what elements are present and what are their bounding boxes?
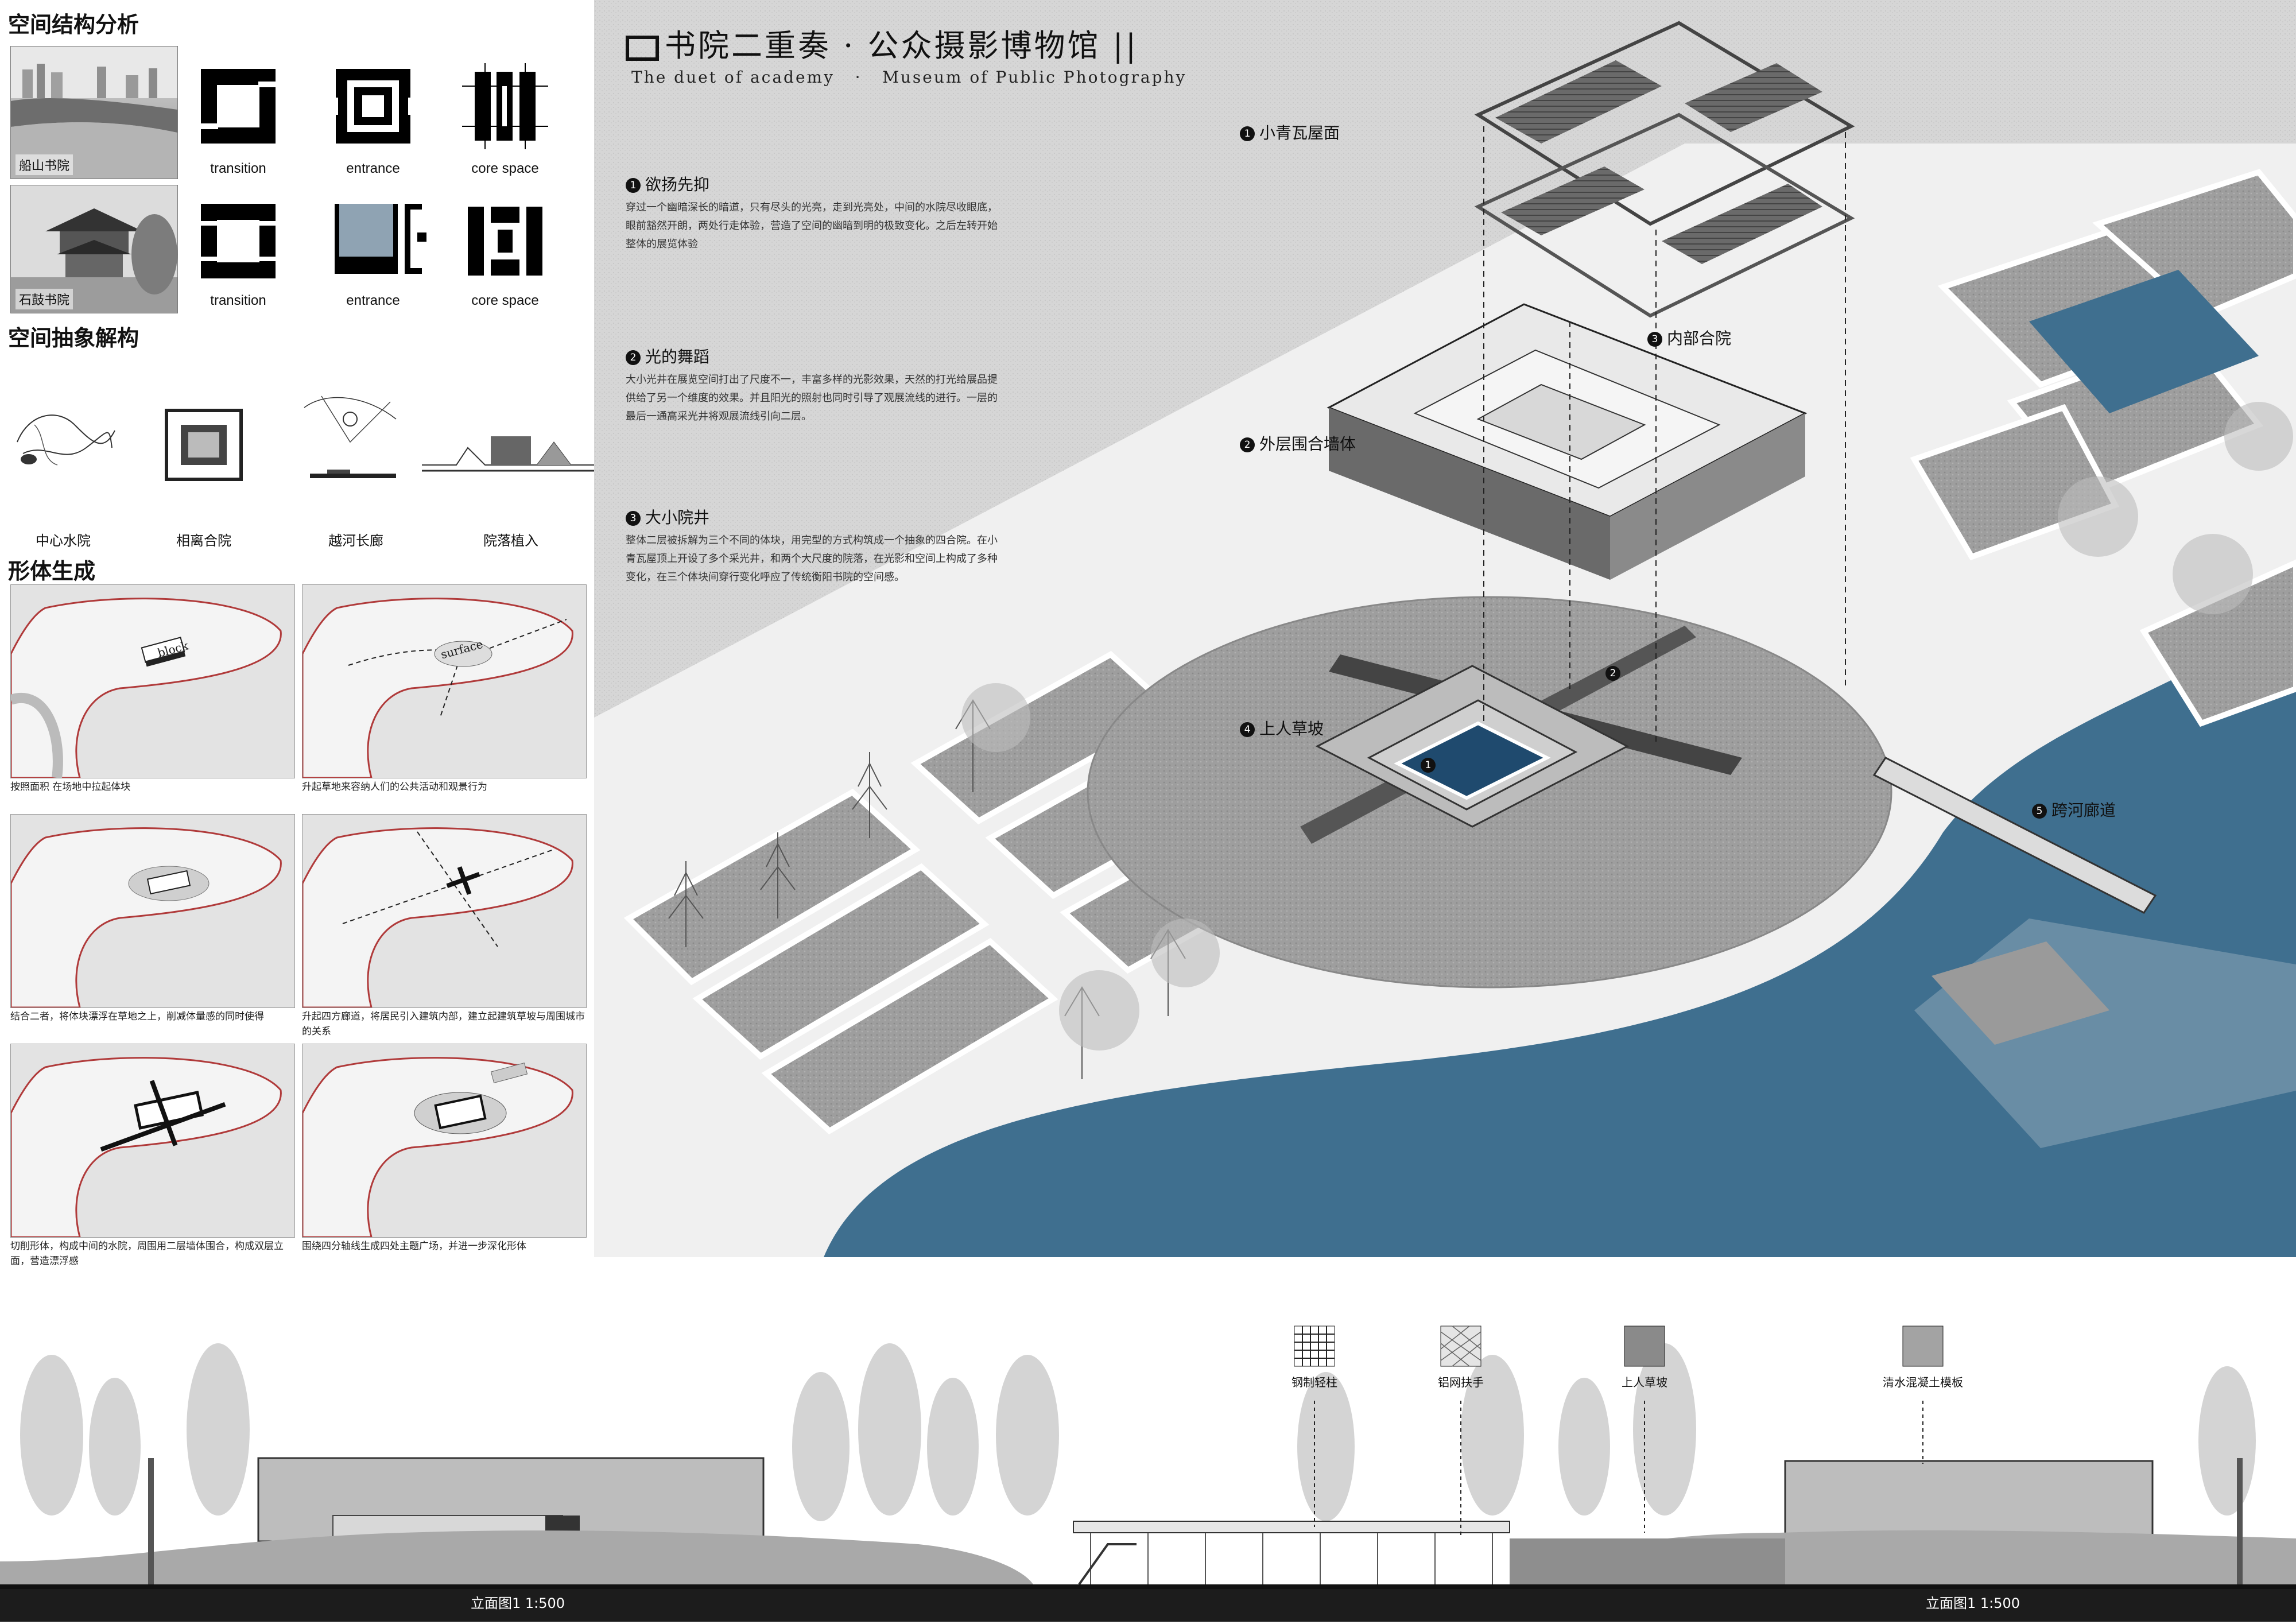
diagram-entrance-2 — [330, 198, 430, 284]
entrance-fill — [339, 204, 393, 257]
diagram-transition-2 — [195, 198, 281, 284]
axonometric-drawing — [594, 0, 2296, 1257]
form-caption-1: 按照面积 在场地中拉起体块 — [10, 781, 131, 793]
title-logo-icon — [626, 36, 659, 61]
sketch-drawing — [165, 409, 243, 481]
elevation-caption-right: 立面图1 1:500 — [1926, 1595, 2020, 1611]
sketch-bridge — [298, 385, 408, 488]
entrance-icon — [335, 204, 426, 274]
material-aluminum-railing: 铝网扶手 — [1438, 1375, 1484, 1389]
photo-chuanshan-drawing — [11, 46, 177, 179]
form-panel-1: block — [10, 584, 295, 778]
elevation-svg — [0, 1325, 2296, 1622]
site-diagram — [11, 1044, 294, 1237]
core-space-icon — [468, 207, 542, 276]
label-entrance-2: entrance — [346, 293, 400, 308]
form-panel-3 — [10, 814, 295, 1008]
form-panel-2: surface — [302, 584, 587, 778]
diagram-entrance-1 — [330, 63, 416, 149]
label-transition-2: transition — [210, 293, 266, 308]
photo-caption: 船山书院 — [15, 154, 73, 175]
sketch-drawing — [17, 414, 115, 466]
label-entrance-1: entrance — [346, 161, 400, 176]
label-core-2: core space — [471, 293, 539, 308]
sketch-insertion — [422, 425, 594, 488]
label-sketch-4: 院落植入 — [483, 533, 538, 549]
form-caption-2: 升起草地来容纳人们的公共活动和观景行为 — [302, 781, 487, 793]
axonometric-panel: 书院二重奏 · 公众摄影博物馆 || The duet of academy ·… — [594, 0, 2296, 1257]
number-badge: 2 — [1240, 437, 1255, 452]
form-panel-6 — [302, 1044, 587, 1238]
explanation-text: 穿过一个幽暗深长的暗道，只有尽头的光亮，走到光亮处，中间的水院尽收眼底，眼前豁然… — [626, 201, 998, 250]
form-panel-5 — [10, 1044, 295, 1238]
elevation-drawing: 钢制轻柱 铝网扶手 上人草坡 清水混凝土模板 立面图1 1:500 立面图1 1… — [0, 1263, 2296, 1622]
sketch-courtyard — [155, 405, 253, 485]
number-badge: 1 — [626, 178, 641, 193]
explanation-text: 大小光井在展览空间打出了尺度不一，丰富多样的光影效果，天然的打光给展品提供给了另… — [626, 374, 998, 423]
sketch-drawing — [422, 436, 594, 472]
diagram-core-2 — [462, 198, 548, 284]
poster-subtitle: The duet of academy · Museum of Public P… — [631, 68, 1187, 87]
section-title-abstract: 空间抽象解构 — [8, 325, 139, 351]
core-space-icon — [462, 63, 548, 149]
poster-title: 书院二重奏 · 公众摄影博物馆 || — [626, 20, 1138, 65]
photo-shigu: 石鼓书院 — [10, 185, 178, 313]
number-badge: 1 — [1240, 126, 1255, 141]
transition-icon — [195, 204, 281, 278]
section-title-structure: 空间结构分析 — [8, 12, 139, 37]
form-caption-6: 围绕四分轴线生成四处主题广场，并进一步深化形体 — [302, 1241, 526, 1252]
number-badge: 4 — [1240, 722, 1255, 737]
photo-chuanshan: 船山书院 — [10, 46, 178, 179]
photo-caption: 石鼓书院 — [15, 289, 73, 309]
label-sketch-2: 相离合院 — [176, 533, 231, 549]
elevation-caption-left: 立面图1 1:500 — [471, 1595, 565, 1611]
diagram-transition-1 — [195, 63, 281, 149]
site-diagram — [302, 815, 586, 1007]
entrance-icon — [330, 69, 416, 144]
marker-1: 1 — [1421, 758, 1436, 773]
sketch-water-court — [11, 390, 121, 482]
explanation-text: 整体二层被拆解为三个不同的体块，用完型的方式构筑成一个抽象的四合院。在小青瓦屋顶… — [626, 534, 998, 583]
site-diagram — [11, 585, 294, 778]
marker-2: 2 — [1605, 666, 1620, 681]
number-badge: 5 — [2032, 804, 2047, 819]
transition-icon — [201, 69, 276, 144]
sketch-drawing — [304, 396, 397, 478]
site-diagram — [302, 585, 586, 778]
form-caption-4: 升起四方廊道，将居民引入建筑内部，建立起建筑草坡与周围城市的关系 — [302, 1011, 585, 1037]
number-badge: 2 — [626, 350, 641, 365]
label-sketch-1: 中心水院 — [36, 533, 91, 549]
photo-shigu-drawing — [11, 185, 177, 313]
site-diagram — [302, 1044, 586, 1237]
label-transition-1: transition — [210, 161, 266, 176]
label-sketch-3: 越河长廊 — [328, 533, 383, 549]
material-steel-column: 钢制轻柱 — [1292, 1375, 1337, 1389]
form-caption-3: 结合二者，将体块漂浮在草地之上，削减体量感的同时使得 — [10, 1011, 264, 1022]
material-fair-faced-concrete: 清水混凝土模板 — [1883, 1375, 1963, 1389]
number-badge: 3 — [626, 511, 641, 526]
section-title-form: 形体生成 — [8, 559, 96, 584]
material-grass-slope: 上人草坡 — [1622, 1375, 1667, 1389]
diagram-core-1 — [462, 63, 548, 149]
label-core-1: core space — [471, 161, 539, 176]
form-caption-5: 切削形体，构成中间的水院，周围用二层墙体围合，构成双层立面，营造漂浮感 — [10, 1241, 284, 1267]
form-panel-4 — [302, 814, 587, 1008]
number-badge: 3 — [1647, 332, 1662, 347]
site-diagram — [11, 815, 294, 1007]
